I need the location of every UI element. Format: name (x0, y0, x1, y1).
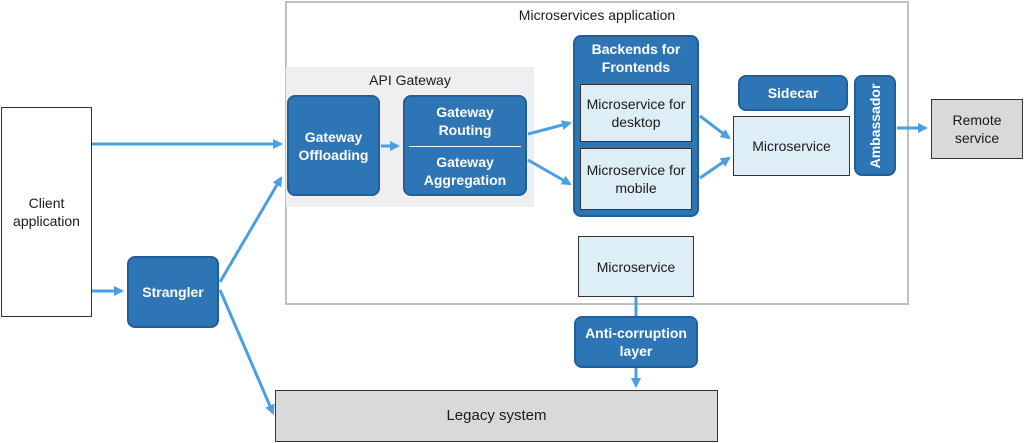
bff-container: Backends for Frontends Microservice for … (573, 35, 699, 217)
api-gateway-title: API Gateway (369, 72, 451, 88)
arrow-strangler-to-offloading (218, 176, 283, 283)
client-application-box: Client application (1, 107, 92, 317)
strangler-box: Strangler (127, 256, 219, 328)
anti-corruption-layer-box: Anti-corruption layer (574, 316, 698, 368)
gateway-aggregation-label: Gateway Aggregation (423, 154, 507, 188)
arrow-strangler-to-legacy (218, 289, 275, 415)
remote-service-box: Remote service (931, 99, 1023, 159)
gateway-routing-aggregation-box: Gateway Routing Gateway Aggregation (403, 95, 527, 196)
gateway-offloading-box: Gateway Offloading (287, 95, 380, 196)
microservice-mobile-box: Microservice for mobile (580, 148, 692, 210)
microservice-bottom-box: Microservice (578, 236, 694, 297)
microservice-desktop-box: Microservice for desktop (580, 84, 692, 142)
gateway-divider (409, 146, 521, 147)
ambassador-box: Ambassador (854, 75, 896, 176)
legacy-system-box: Legacy system (275, 390, 718, 442)
arrow-aggregation-to-mobile (527, 158, 572, 186)
bff-title: Backends for Frontends (591, 41, 681, 75)
arrow-desktop-to-microservice (699, 114, 731, 140)
sidecar-box: Sidecar (738, 75, 848, 111)
arrow-routing-to-desktop (527, 120, 572, 136)
arrow-mobile-to-microservice (699, 156, 731, 180)
microservice-right-box: Microservice (733, 116, 850, 176)
microservices-app-title: Microservices application (518, 7, 676, 23)
gateway-routing-label: Gateway Routing (436, 104, 494, 138)
